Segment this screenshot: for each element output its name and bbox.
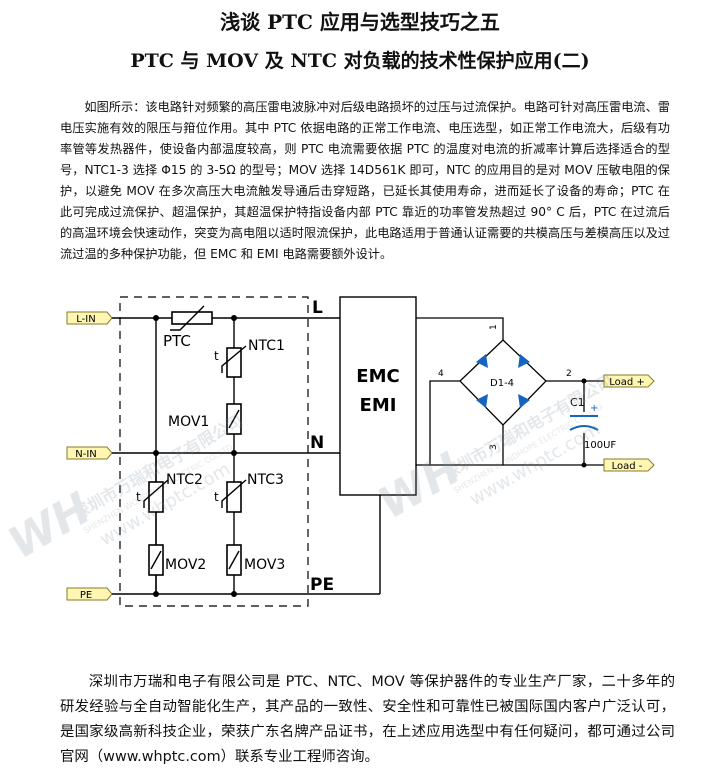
page-title: 浅谈 PTC 应用与选型技巧之五 [220, 10, 500, 34]
svg-text:Load -: Load - [612, 461, 643, 472]
svg-text:NTC2: NTC2 [166, 472, 203, 488]
svg-text:NTC3: NTC3 [247, 472, 284, 488]
closing-paragraph: 深圳市万瑞和电子有限公司是 PTC、NTC、MOV 等保护器件的专业生产厂家，二… [60, 674, 675, 765]
svg-text:3: 3 [489, 444, 499, 450]
rail-label-pe: PE [310, 575, 334, 595]
svg-text:t: t [214, 490, 219, 504]
svg-text:+: + [590, 403, 598, 414]
ntc1-thermistor: t NTC1 [214, 338, 285, 378]
bridge-rectifier-d1-4: D1-4 4 2 3 1 [438, 324, 572, 450]
ntc2-thermistor: t NTC2 [136, 472, 203, 513]
ntc3-thermistor: t NTC3 [214, 472, 284, 513]
protection-enclosure [119, 296, 309, 607]
svg-text:PTC: PTC [163, 332, 191, 350]
svg-text:2: 2 [566, 369, 572, 379]
svg-text:C1: C1 [570, 396, 585, 409]
ptc-thermistor: PTC [163, 305, 213, 350]
rail-label-l: L [312, 298, 323, 318]
intro-paragraph: 如图所示：该电路针对频繁的高压雷电波脉冲对后级电路损坏的过压与过流保护。电路可针… [60, 100, 670, 261]
svg-text:t: t [214, 349, 219, 363]
svg-text:MOV3: MOV3 [244, 557, 285, 573]
capacitor-c1: C1 + 100UF [569, 396, 616, 451]
svg-text:100UF: 100UF [584, 440, 616, 451]
page-subtitle: PTC 与 MOV 及 NTC 对负载的技术性保护应用(二) [130, 50, 590, 72]
tag-l-in: L-IN [66, 311, 113, 325]
svg-text:PE: PE [80, 590, 92, 601]
mov1-varistor: MOV1 [168, 403, 242, 435]
svg-text:NTC1: NTC1 [248, 338, 285, 354]
svg-text:4: 4 [438, 369, 444, 379]
svg-text:MOV2: MOV2 [165, 557, 206, 573]
svg-text:1: 1 [489, 324, 499, 330]
emc-emi-block: EMC EMI [339, 296, 417, 496]
mov3-varistor: MOV3 [226, 544, 285, 576]
svg-text:EMC: EMC [356, 366, 399, 387]
tag-n-in: N-IN [66, 446, 113, 460]
mov2-varistor: MOV2 [148, 544, 206, 576]
svg-text:MOV1: MOV1 [168, 414, 209, 430]
tag-pe: PE [66, 587, 113, 601]
circuit-diagram: L-IN N-IN PE PTC [0, 296, 655, 607]
tag-load-negative: Load - [603, 458, 655, 472]
svg-text:t: t [136, 490, 141, 504]
tag-load-positive: Load + [603, 374, 655, 388]
svg-text:Load +: Load + [609, 377, 645, 388]
svg-text:D1-4: D1-4 [490, 378, 514, 389]
svg-text:EMI: EMI [360, 395, 397, 416]
svg-text:L-IN: L-IN [76, 314, 95, 325]
svg-text:N-IN: N-IN [75, 449, 97, 460]
watermark: WH 深圳市万瑞和电子有限公司 SHENZHEN WONDHOPE ELECTR… [0, 371, 616, 570]
rail-label-n: N [310, 433, 324, 453]
